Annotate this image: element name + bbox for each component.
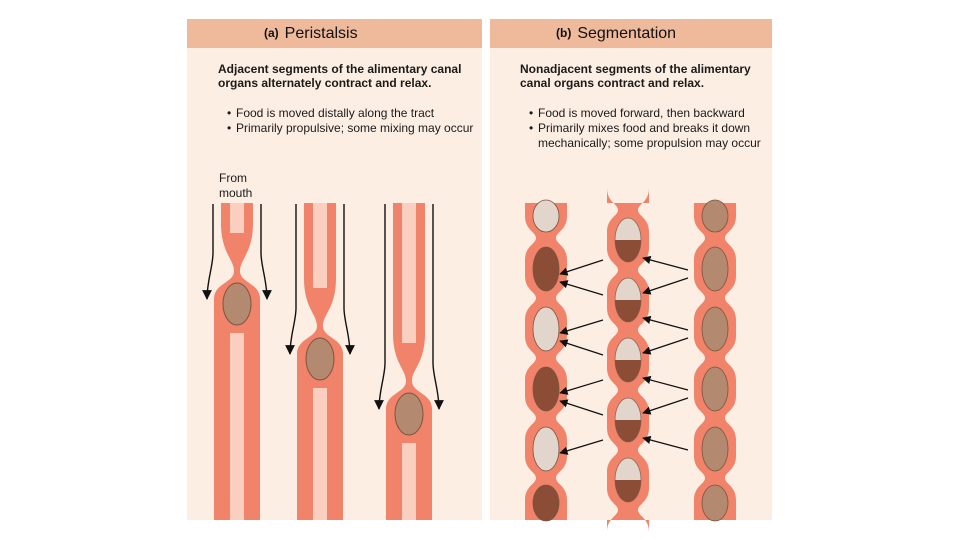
bullet-text: Primarily mixes food and breaks it down …	[538, 120, 761, 150]
food-chunk-ellipse	[532, 484, 560, 522]
food-chunk	[614, 457, 642, 503]
peristalsis-tube	[202, 203, 272, 520]
food-chunk	[614, 337, 642, 383]
contraction-arrow	[374, 204, 386, 410]
contraction-arrow	[343, 204, 355, 355]
segmentation-header: (b) Segmentation	[490, 19, 772, 48]
food-chunk	[701, 484, 729, 522]
food-chunk-ellipse	[701, 199, 729, 233]
movement-arrow	[642, 277, 689, 295]
bullet-item: • Food is moved distally along the tract	[227, 106, 477, 121]
food-chunk-ellipse	[532, 199, 560, 233]
movement-arrow	[559, 399, 604, 416]
bullet-dot: •	[529, 106, 534, 120]
food-bolus	[394, 392, 424, 436]
movement-arrow	[642, 375, 689, 391]
food-chunk-ellipse	[532, 246, 560, 292]
contraction-arrow	[432, 204, 444, 410]
food-chunk	[614, 217, 642, 263]
food-chunk	[701, 306, 729, 352]
tube-lumen	[230, 333, 244, 520]
food-chunk-ellipse	[701, 246, 729, 292]
bullet-item: • Food is moved forward, then backward	[529, 106, 769, 121]
food-dark-half	[615, 480, 641, 502]
segmentation-tube	[694, 199, 736, 522]
tube-lumen	[313, 203, 327, 288]
food-chunk	[701, 426, 729, 472]
food-chunk-ellipse	[532, 306, 560, 352]
tube-wall	[386, 203, 432, 520]
peristalsis-tube	[374, 203, 444, 520]
movement-arrow	[642, 315, 689, 331]
movement-arrow	[559, 259, 604, 276]
food-dark-half	[615, 300, 641, 322]
peristalsis-description: Adjacent segments of the alimentary cana…	[218, 62, 462, 90]
food-chunk	[532, 366, 560, 412]
bullet-dot: •	[227, 120, 232, 135]
peristalsis-header: (a) Peristalsis	[187, 19, 482, 48]
movement-arrow	[642, 435, 689, 451]
food-bolus	[222, 282, 252, 326]
food-chunk-ellipse	[532, 426, 560, 472]
bullet-dot: •	[227, 106, 232, 120]
food-chunk	[614, 397, 642, 443]
food-chunk	[614, 277, 642, 323]
segmentation-diagram	[525, 188, 736, 532]
food-dark-half	[615, 240, 641, 262]
food-dark-half	[615, 360, 641, 382]
food-chunk-ellipse	[532, 366, 560, 412]
panel-letter: (b)	[556, 26, 572, 40]
food-chunk	[701, 199, 729, 233]
peristalsis-title: Peristalsis	[284, 25, 358, 42]
segmentation-description: Nonadjacent segments of the alimentary c…	[520, 62, 751, 90]
contraction-arrow	[285, 204, 297, 355]
food-chunk	[532, 306, 560, 352]
bullet-dot: •	[529, 120, 534, 135]
bullet-item: • Primarily propulsive; some mixing may o…	[227, 121, 477, 136]
food-chunk-ellipse	[701, 484, 729, 522]
segmentation-tube	[525, 199, 567, 522]
bullet-text: Food is moved distally along the tract	[236, 106, 435, 120]
bullet-item: • Primarily mixes food and breaks it down…	[529, 121, 769, 151]
peristalsis-bullets: •Food is moved distally along the tract …	[227, 106, 477, 136]
tube-lumen	[402, 203, 416, 343]
movement-arrow	[559, 379, 604, 395]
segmentation-tube	[607, 188, 649, 532]
food-chunk	[701, 246, 729, 292]
food-chunk	[532, 426, 560, 472]
panel-letter: (a)	[264, 26, 279, 40]
movement-arrow	[642, 337, 689, 355]
peristalsis-tube	[285, 203, 355, 520]
segmentation-bullets: • Food is moved forward, then backward • P…	[529, 106, 769, 150]
from-mouth-label: From mouth	[219, 171, 253, 200]
food-chunk	[532, 199, 560, 233]
tube-lumen	[313, 388, 327, 520]
food-chunk	[532, 484, 560, 522]
food-dark-half	[615, 420, 641, 442]
food-chunk-ellipse	[701, 426, 729, 472]
movement-arrow	[642, 255, 689, 271]
movement-arrow	[642, 397, 689, 415]
peristalsis-diagram	[202, 203, 444, 520]
food-chunk	[701, 366, 729, 412]
tube-lumen	[402, 443, 416, 520]
contraction-arrow	[202, 204, 214, 300]
food-chunk-ellipse	[701, 306, 729, 352]
food-chunk	[532, 246, 560, 292]
food-chunk-ellipse	[701, 366, 729, 412]
contraction-arrow	[260, 204, 272, 300]
movement-arrow	[559, 439, 604, 455]
food-bolus	[305, 337, 335, 381]
segmentation-title: Segmentation	[577, 25, 677, 42]
tube-lumen	[230, 203, 244, 233]
movement-arrow	[559, 339, 604, 356]
movement-arrow	[559, 280, 604, 296]
bullet-text: Food is moved forward, then backward	[538, 106, 745, 120]
bullet-text: Primarily propulsive; some mixing may oc…	[236, 120, 474, 135]
movement-arrow	[559, 319, 604, 335]
